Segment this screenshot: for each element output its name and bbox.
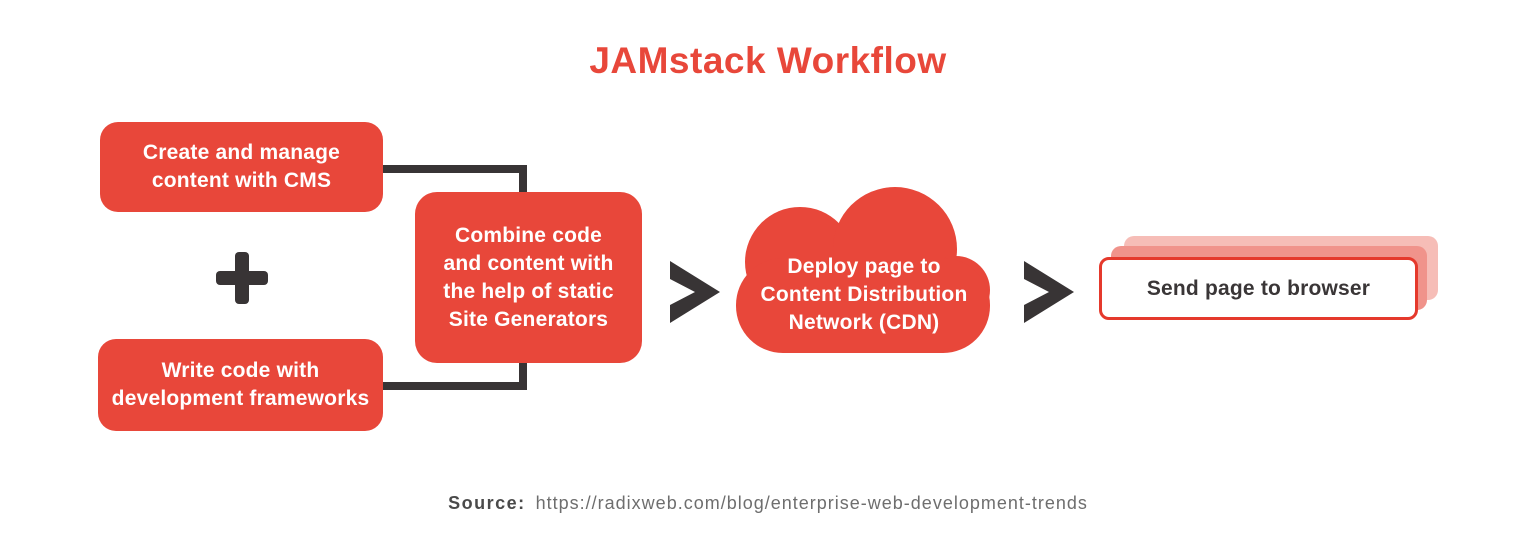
step-label-line: and content with	[443, 251, 614, 275]
step-label-line: content with CMS	[151, 169, 332, 192]
step-label-line: Combine code	[454, 223, 603, 247]
step-label: Send page to browser	[1146, 276, 1371, 300]
step-create-cms-box: Create and manage content with CMS	[100, 122, 383, 212]
step-label-line: Write code with	[161, 359, 320, 382]
connector-bottom-line	[379, 352, 527, 390]
step-write-code-box: Write code with development frameworks	[98, 339, 383, 431]
chevron-right-icon	[670, 261, 720, 323]
source-label: Source:	[448, 493, 526, 513]
source-footer: Source: https://radixweb.com/blog/enterp…	[0, 493, 1536, 514]
step-label-line: Content Distribution	[760, 283, 968, 306]
step-label-line: Deploy page to	[787, 255, 941, 278]
step-send-browser-card: Send page to browser	[1099, 257, 1418, 320]
plus-icon	[216, 252, 268, 304]
step-label-line: Create and manage	[142, 141, 341, 164]
step-label-line: the help of static	[443, 279, 614, 303]
step-label-line: Site Generators	[448, 307, 609, 331]
step-label-line: Network (CDN)	[788, 311, 940, 334]
chevron-right-icon	[1024, 261, 1074, 323]
step-deploy-cdn-label: Deploy page to Content Distribution Netw…	[752, 253, 976, 337]
step-combine-box: Combine code and content with the help o…	[415, 192, 642, 363]
cloud-icon	[736, 187, 990, 353]
source-url: https://radixweb.com/blog/enterprise-web…	[535, 493, 1088, 513]
step-label-line: development frameworks	[111, 387, 370, 410]
page-title: JAMstack Workflow	[589, 40, 947, 81]
